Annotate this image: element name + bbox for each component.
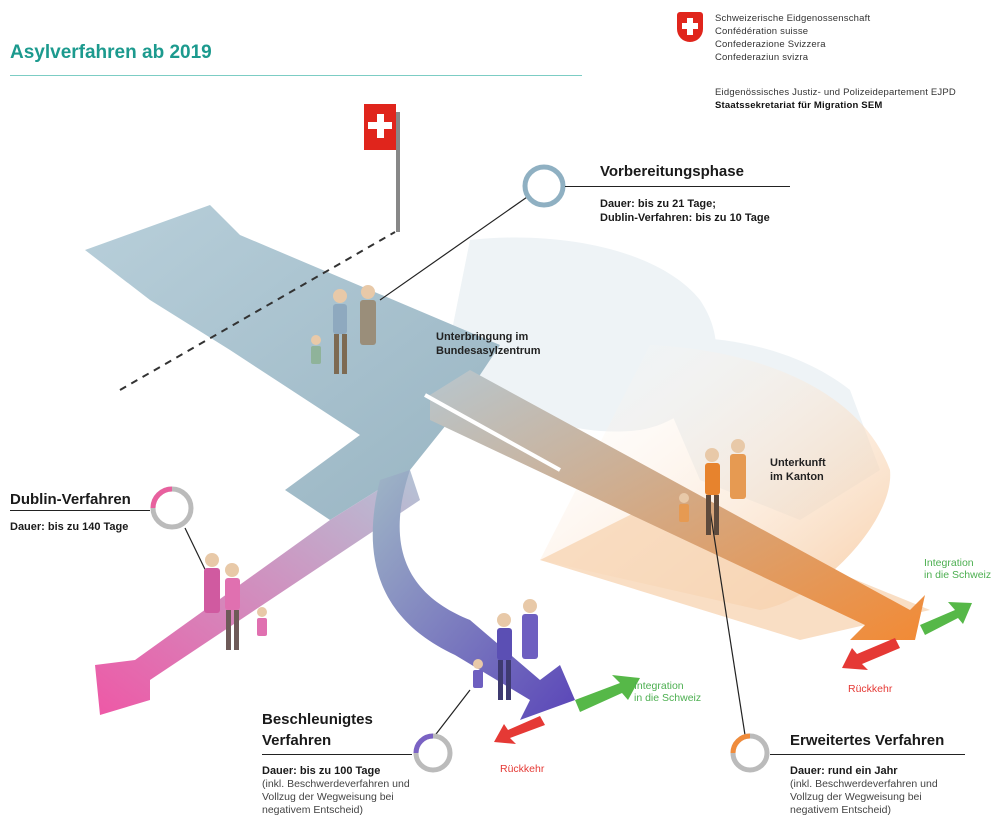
authority-line: Confederazione Svizzera [715, 39, 826, 50]
erweitert-duration: Dauer: rund ein Jahr [790, 765, 898, 777]
extended-arrow [430, 370, 925, 640]
integration-label-right-1: Integration [924, 557, 974, 569]
integration-arrow-right [920, 602, 972, 635]
page-title: Asylverfahren ab 2019 [10, 42, 212, 63]
integration-label-center-1: Integration [634, 680, 684, 692]
beschleunigt-note-3: negativem Entscheid) [262, 804, 363, 816]
integration-arrow-center [575, 675, 640, 712]
beschleunigt-rule [262, 754, 412, 755]
vorbereitung-rule [565, 186, 790, 187]
dublin-title: Dublin-Verfahren [10, 491, 131, 508]
erweitert-note-2: Vollzug der Wegweisung bei [790, 791, 922, 803]
people-group-icon [473, 599, 538, 700]
bundesasylzentrum-label-1: Unterbringung im [436, 331, 529, 343]
integration-label-right-2: in die Schweiz [924, 569, 992, 581]
people-group-icon [679, 439, 746, 535]
beschleunigt-note-2: Vollzug der Wegweisung bei [262, 791, 394, 803]
erweitert-title: Erweitertes Verfahren [790, 732, 945, 749]
beschleunigt-note-1: (inkl. Beschwerdeverfahren und [262, 778, 410, 790]
beschleunigt-title-2: Verfahren [262, 732, 332, 749]
border-line [119, 231, 396, 391]
people-group-icon [204, 553, 267, 650]
lane-line [424, 393, 561, 472]
vorbereitung-duration: Dauer: bis zu 21 Tage; [600, 198, 716, 210]
beschleunigt-duration: Dauer: bis zu 100 Tage [262, 765, 381, 777]
main-path [85, 205, 500, 520]
authority-line: Confederaziun svizra [715, 52, 809, 63]
bundesasylzentrum-label-2: Bundesasylzentrum [436, 345, 541, 357]
erweitert-note-3: negativem Entscheid) [790, 804, 891, 816]
connector-line [432, 689, 471, 739]
vorbereitung-ring-icon [522, 164, 566, 208]
accelerated-arrow [372, 470, 575, 720]
swiss-coat-of-arms-icon [677, 12, 703, 42]
beschleunigt-title-1: Beschleunigtes [262, 711, 373, 728]
title-underline [10, 75, 582, 76]
return-label-center: Rückkehr [500, 763, 545, 775]
integration-label-center-2: in die Schweiz [634, 692, 702, 704]
connector-line [379, 194, 531, 301]
return-arrow-right [842, 638, 900, 670]
authority-names: Schweizerische Eidgenossenschaft Confédé… [715, 12, 870, 64]
dublin-rule [10, 510, 150, 511]
connector-line [709, 509, 746, 736]
erweitert-note-1: (inkl. Beschwerdeverfahren und [790, 778, 938, 790]
people-group-icon [311, 285, 376, 374]
vorbereitung-title: Vorbereitungsphase [600, 163, 744, 180]
office-name: Staatssekretariat für Migration SEM [715, 100, 883, 111]
dublin-arrow [95, 470, 420, 715]
kanton-label-2: im Kanton [770, 471, 824, 483]
vorbereitung-dublin-duration: Dublin-Verfahren: bis zu 10 Tage [600, 212, 770, 224]
kanton-label-1: Unterkunft [770, 457, 826, 469]
authority-line: Schweizerische Eidgenossenschaft [715, 13, 871, 24]
department-name: Eidgenössisches Justiz- und Polizeidepar… [715, 87, 956, 98]
return-label-right: Rückkehr [848, 683, 893, 695]
erweitert-rule [770, 754, 965, 755]
return-arrow-center [494, 716, 545, 744]
dublin-duration: Dauer: bis zu 140 Tage [10, 521, 129, 533]
authority-line: Confédération suisse [715, 26, 809, 37]
